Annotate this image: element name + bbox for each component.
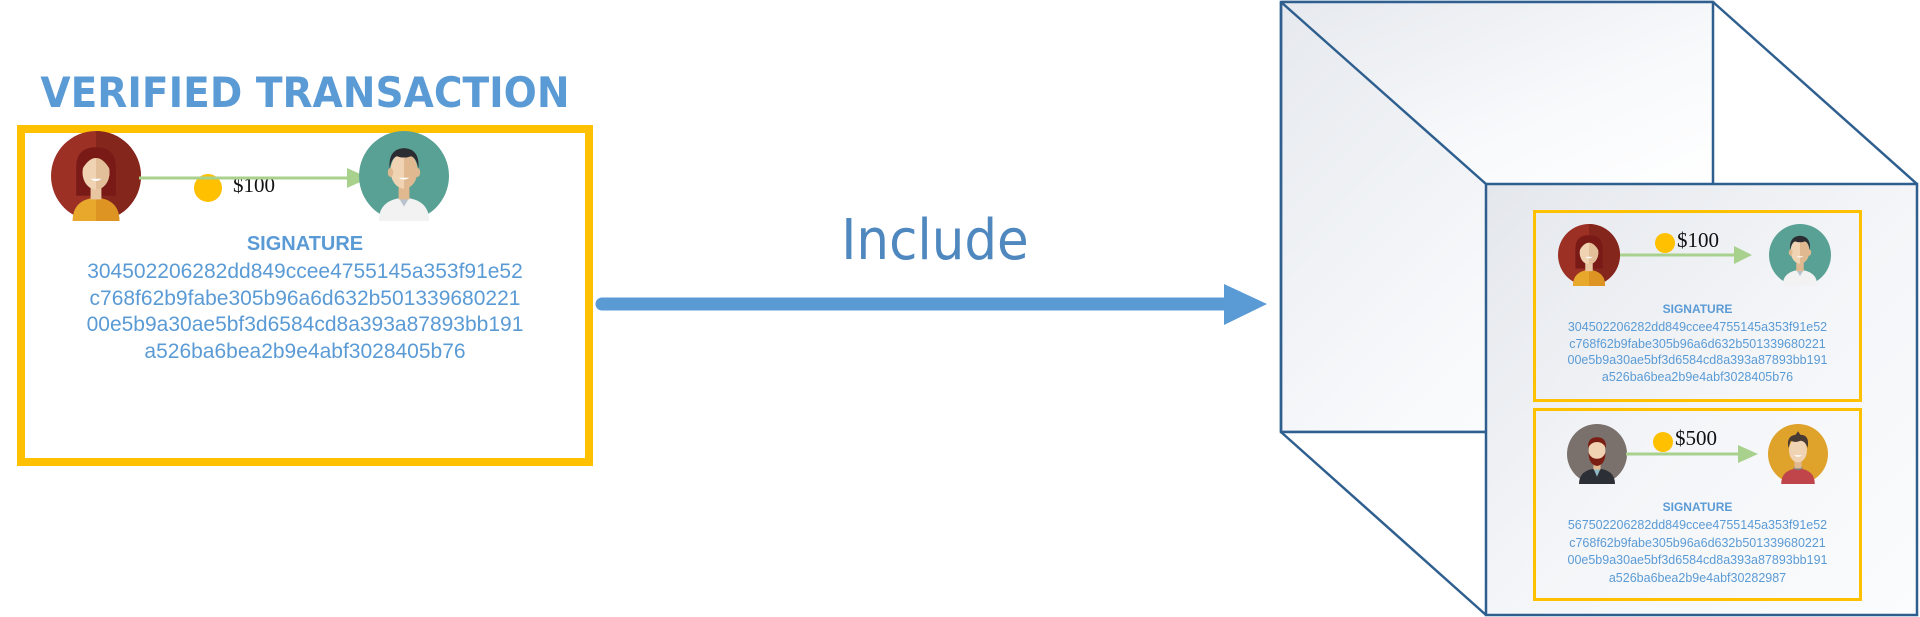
sender-bearded-man-avatar-icon xyxy=(1567,424,1627,484)
signature-line: a526ba6bea2b9e4abf30282987 xyxy=(1608,570,1787,585)
signature-line: 00e5b9a30ae5bf3d6584cd8a393a87893bb191 xyxy=(1567,553,1828,567)
signature-line: 304502206282dd849ccee4755145a353f91e52 xyxy=(1567,320,1828,334)
transfer-arrow-icon xyxy=(1626,445,1758,463)
sender-woman-avatar-icon xyxy=(1558,224,1620,286)
signature-label: SIGNATURE xyxy=(246,233,364,255)
coin-icon xyxy=(1653,432,1673,452)
signature-line: a526ba6bea2b9e4abf3028405b76 xyxy=(144,339,466,363)
transfer-arrow-icon xyxy=(139,168,369,188)
block-transaction-card: $500 SIGNATURE 567502206282dd849ccee4755… xyxy=(1533,408,1862,601)
signature-line: c768f62b9fabe305b96a6d632b501339680221 xyxy=(89,286,521,310)
signature-label: SIGNATURE xyxy=(1662,302,1733,316)
signature-line: 00e5b9a30ae5bf3d6584cd8a393a87893bb191 xyxy=(86,313,524,336)
coin-icon xyxy=(1655,233,1675,253)
receiver-man-avatar-icon xyxy=(1769,224,1831,286)
block-transaction-card: $100 SIGNATURE 304502206282dd849ccee4755… xyxy=(1533,210,1862,402)
signature-line: c768f62b9fabe305b96a6d632b501339680221 xyxy=(1569,336,1826,351)
receiver-young-man-avatar-icon xyxy=(1768,424,1828,484)
include-label: Include xyxy=(841,208,1029,273)
transfer-arrow-icon xyxy=(1620,246,1752,264)
signature-label: SIGNATURE xyxy=(1662,500,1733,514)
signature-line: a526ba6bea2b9e4abf3028405b76 xyxy=(1601,369,1794,384)
signature-line: 304502206282dd849ccee4755145a353f91e52 xyxy=(87,260,523,283)
verified-transaction-title: VERIFIED TRANSACTION xyxy=(40,68,570,117)
transfer-amount: $100 xyxy=(1677,228,1719,252)
signature-line: 00e5b9a30ae5bf3d6584cd8a393a87893bb191 xyxy=(1567,353,1828,367)
signature-value: 567502206282dd849ccee4755145a353f91e52 c… xyxy=(1536,517,1859,587)
signature-line: 567502206282dd849ccee4755145a353f91e52 xyxy=(1567,518,1828,532)
signature-line: c768f62b9fabe305b96a6d632b501339680221 xyxy=(1569,535,1826,550)
transfer-amount: $500 xyxy=(1675,426,1717,450)
signature-value: 304502206282dd849ccee4755145a353f91e52 c… xyxy=(1536,319,1859,385)
signature-value: 304502206282dd849ccee4755145a353f91e52 c… xyxy=(25,259,585,365)
verified-transaction-card: $100 SIGNATURE 304502206282dd849ccee4755… xyxy=(17,125,593,466)
